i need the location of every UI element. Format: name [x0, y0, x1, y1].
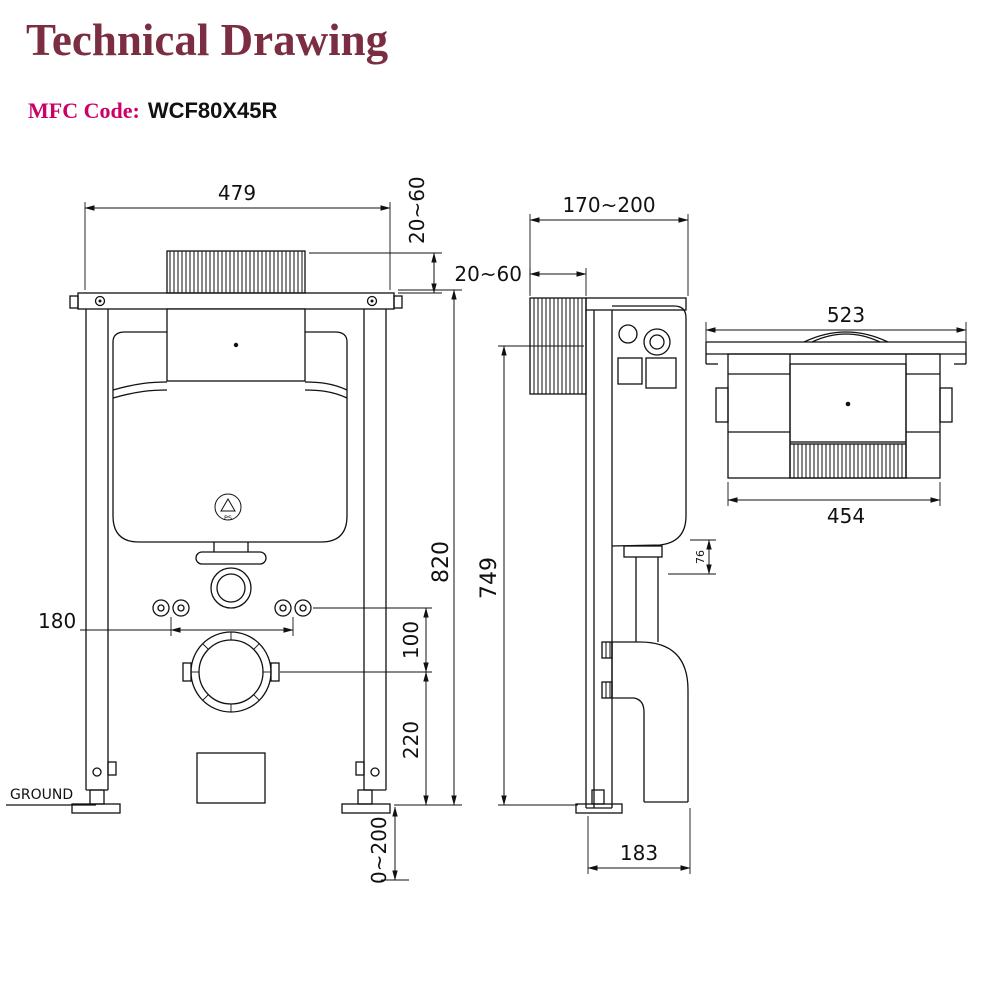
top-mounting-plate: [69, 292, 403, 310]
dim-base-depth: 183: [620, 841, 658, 865]
side-outlet-elbow: [601, 641, 689, 803]
front-view: PS: [6, 176, 462, 884]
dim-side-depth-group: 170~200: [529, 193, 689, 296]
side-flush-pipe: [623, 545, 663, 642]
dim-bolt-spacing-group: 180: [38, 609, 294, 636]
flush-bend-bracket: [195, 542, 267, 565]
dim-inlet-outlet-gap: 100: [399, 621, 423, 659]
page-title: Technical Drawing: [26, 15, 389, 65]
waste-outlet: [182, 631, 280, 713]
dim-foot-adjust-group: 0~200: [367, 806, 409, 884]
dim-top-overall-width-group: 523: [705, 303, 967, 342]
dim-top-frame-width-group: 454: [727, 482, 941, 528]
side-cistern: [611, 305, 687, 547]
dim-inlet-outlet-group: 100: [280, 607, 432, 673]
dim-front-width: 479: [218, 181, 256, 205]
dim-bolt-spacing: 180: [38, 609, 76, 633]
mfc-code-label: MFC Code:: [28, 98, 140, 123]
dim-base-depth-group: 183: [587, 808, 691, 874]
dim-side-plate-depth-group: 20~60: [454, 262, 587, 296]
cistern-front: [112, 331, 348, 543]
dim-front-plate-depth-group: 20~60: [309, 176, 442, 294]
dim-front-height-group: 820: [394, 289, 462, 806]
dim-outlet-height: 220: [399, 721, 423, 759]
dim-side-plate-depth: 20~60: [454, 262, 522, 286]
mfc-code-value: WCF80X45R: [147, 98, 278, 123]
flush-plate-block: [166, 250, 306, 294]
dim-side-height-group: 749: [477, 345, 584, 806]
inlet-connection: [210, 567, 252, 609]
ps-label: PS: [224, 514, 232, 522]
dim-outlet-offset-group: 76: [668, 539, 716, 575]
side-foot: [575, 789, 623, 814]
dim-front-width-group: 479: [84, 181, 391, 290]
dim-outlet-height-group: 220: [399, 671, 429, 806]
top-frame-body: [715, 353, 953, 479]
dim-front-plate-depth: 20~60: [405, 176, 429, 244]
side-view: 170~200 20~60 749 76: [454, 193, 716, 874]
ground-line: GROUND: [6, 787, 96, 806]
dim-foot-adjust: 0~200: [367, 816, 391, 884]
dim-side-depth: 170~200: [562, 193, 655, 217]
access-box: [166, 308, 306, 382]
outlet-bend-box: [196, 752, 266, 804]
top-view: 523 454: [705, 303, 967, 528]
mfc-code-row: MFC Code: WCF80X45R: [28, 98, 277, 124]
dim-side-height: 749: [477, 557, 502, 599]
ground-label: GROUND: [10, 787, 73, 803]
dim-top-frame-width: 454: [827, 504, 865, 528]
recycle-icon: PS: [214, 493, 242, 522]
side-frame: [585, 297, 687, 809]
adjustable-feet: [71, 789, 391, 814]
dim-outlet-offset: 76: [694, 550, 707, 564]
dim-top-overall-width: 523: [827, 303, 865, 327]
dim-front-height: 820: [429, 541, 454, 583]
top-wall-bracket: [705, 331, 967, 365]
fixing-bolts: [152, 599, 312, 617]
